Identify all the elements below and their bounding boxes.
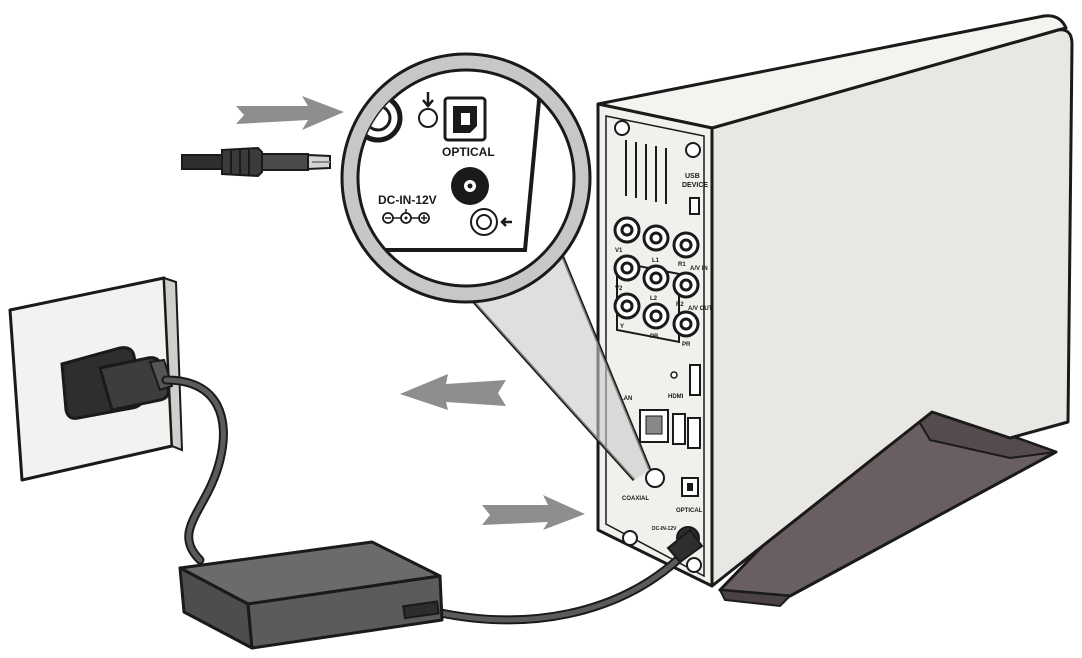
dc-in-label: DC-IN-12V <box>652 526 677 532</box>
lan-label: LAN <box>620 396 632 402</box>
device-label: DEVICE <box>682 182 708 189</box>
zoom-magnifier: OPTICAL DC-IN-12V <box>340 52 592 304</box>
coaxial-label: COAXIAL <box>622 496 649 502</box>
dc-plug-icon <box>181 146 331 178</box>
l2-label: L2 <box>650 296 658 302</box>
power-adapter-icon <box>178 540 444 650</box>
pb-label: PB <box>650 334 659 340</box>
power-cord <box>161 375 695 625</box>
hdmi-label: HDMI <box>668 394 684 400</box>
r1-label: R1 <box>678 262 686 268</box>
arrow-right-icon <box>482 495 585 530</box>
optical-label: OPTICAL <box>676 508 703 514</box>
arrow-right-icon <box>236 96 344 130</box>
zoom-callout-lines <box>470 249 652 482</box>
pr-label: PR <box>682 342 691 348</box>
zoom-dc-in-label: DC-IN-12V <box>378 193 437 207</box>
av-out-label: A/V OUT <box>688 306 713 312</box>
y-label: Y <box>620 324 624 330</box>
usb-label: USB <box>685 173 700 180</box>
av-in-label: A/V IN <box>690 266 708 272</box>
power-plug-icon <box>60 346 174 420</box>
arrow-left-icon <box>400 374 506 410</box>
v2-label: V2 <box>615 286 623 292</box>
dc-plug-inserted <box>666 528 704 564</box>
l1-label: L1 <box>652 258 660 264</box>
media-player-device <box>596 14 1074 588</box>
r2-label: R2 <box>676 302 684 308</box>
zoom-optical-label: OPTICAL <box>442 145 495 159</box>
v1-label: V1 <box>615 248 623 254</box>
